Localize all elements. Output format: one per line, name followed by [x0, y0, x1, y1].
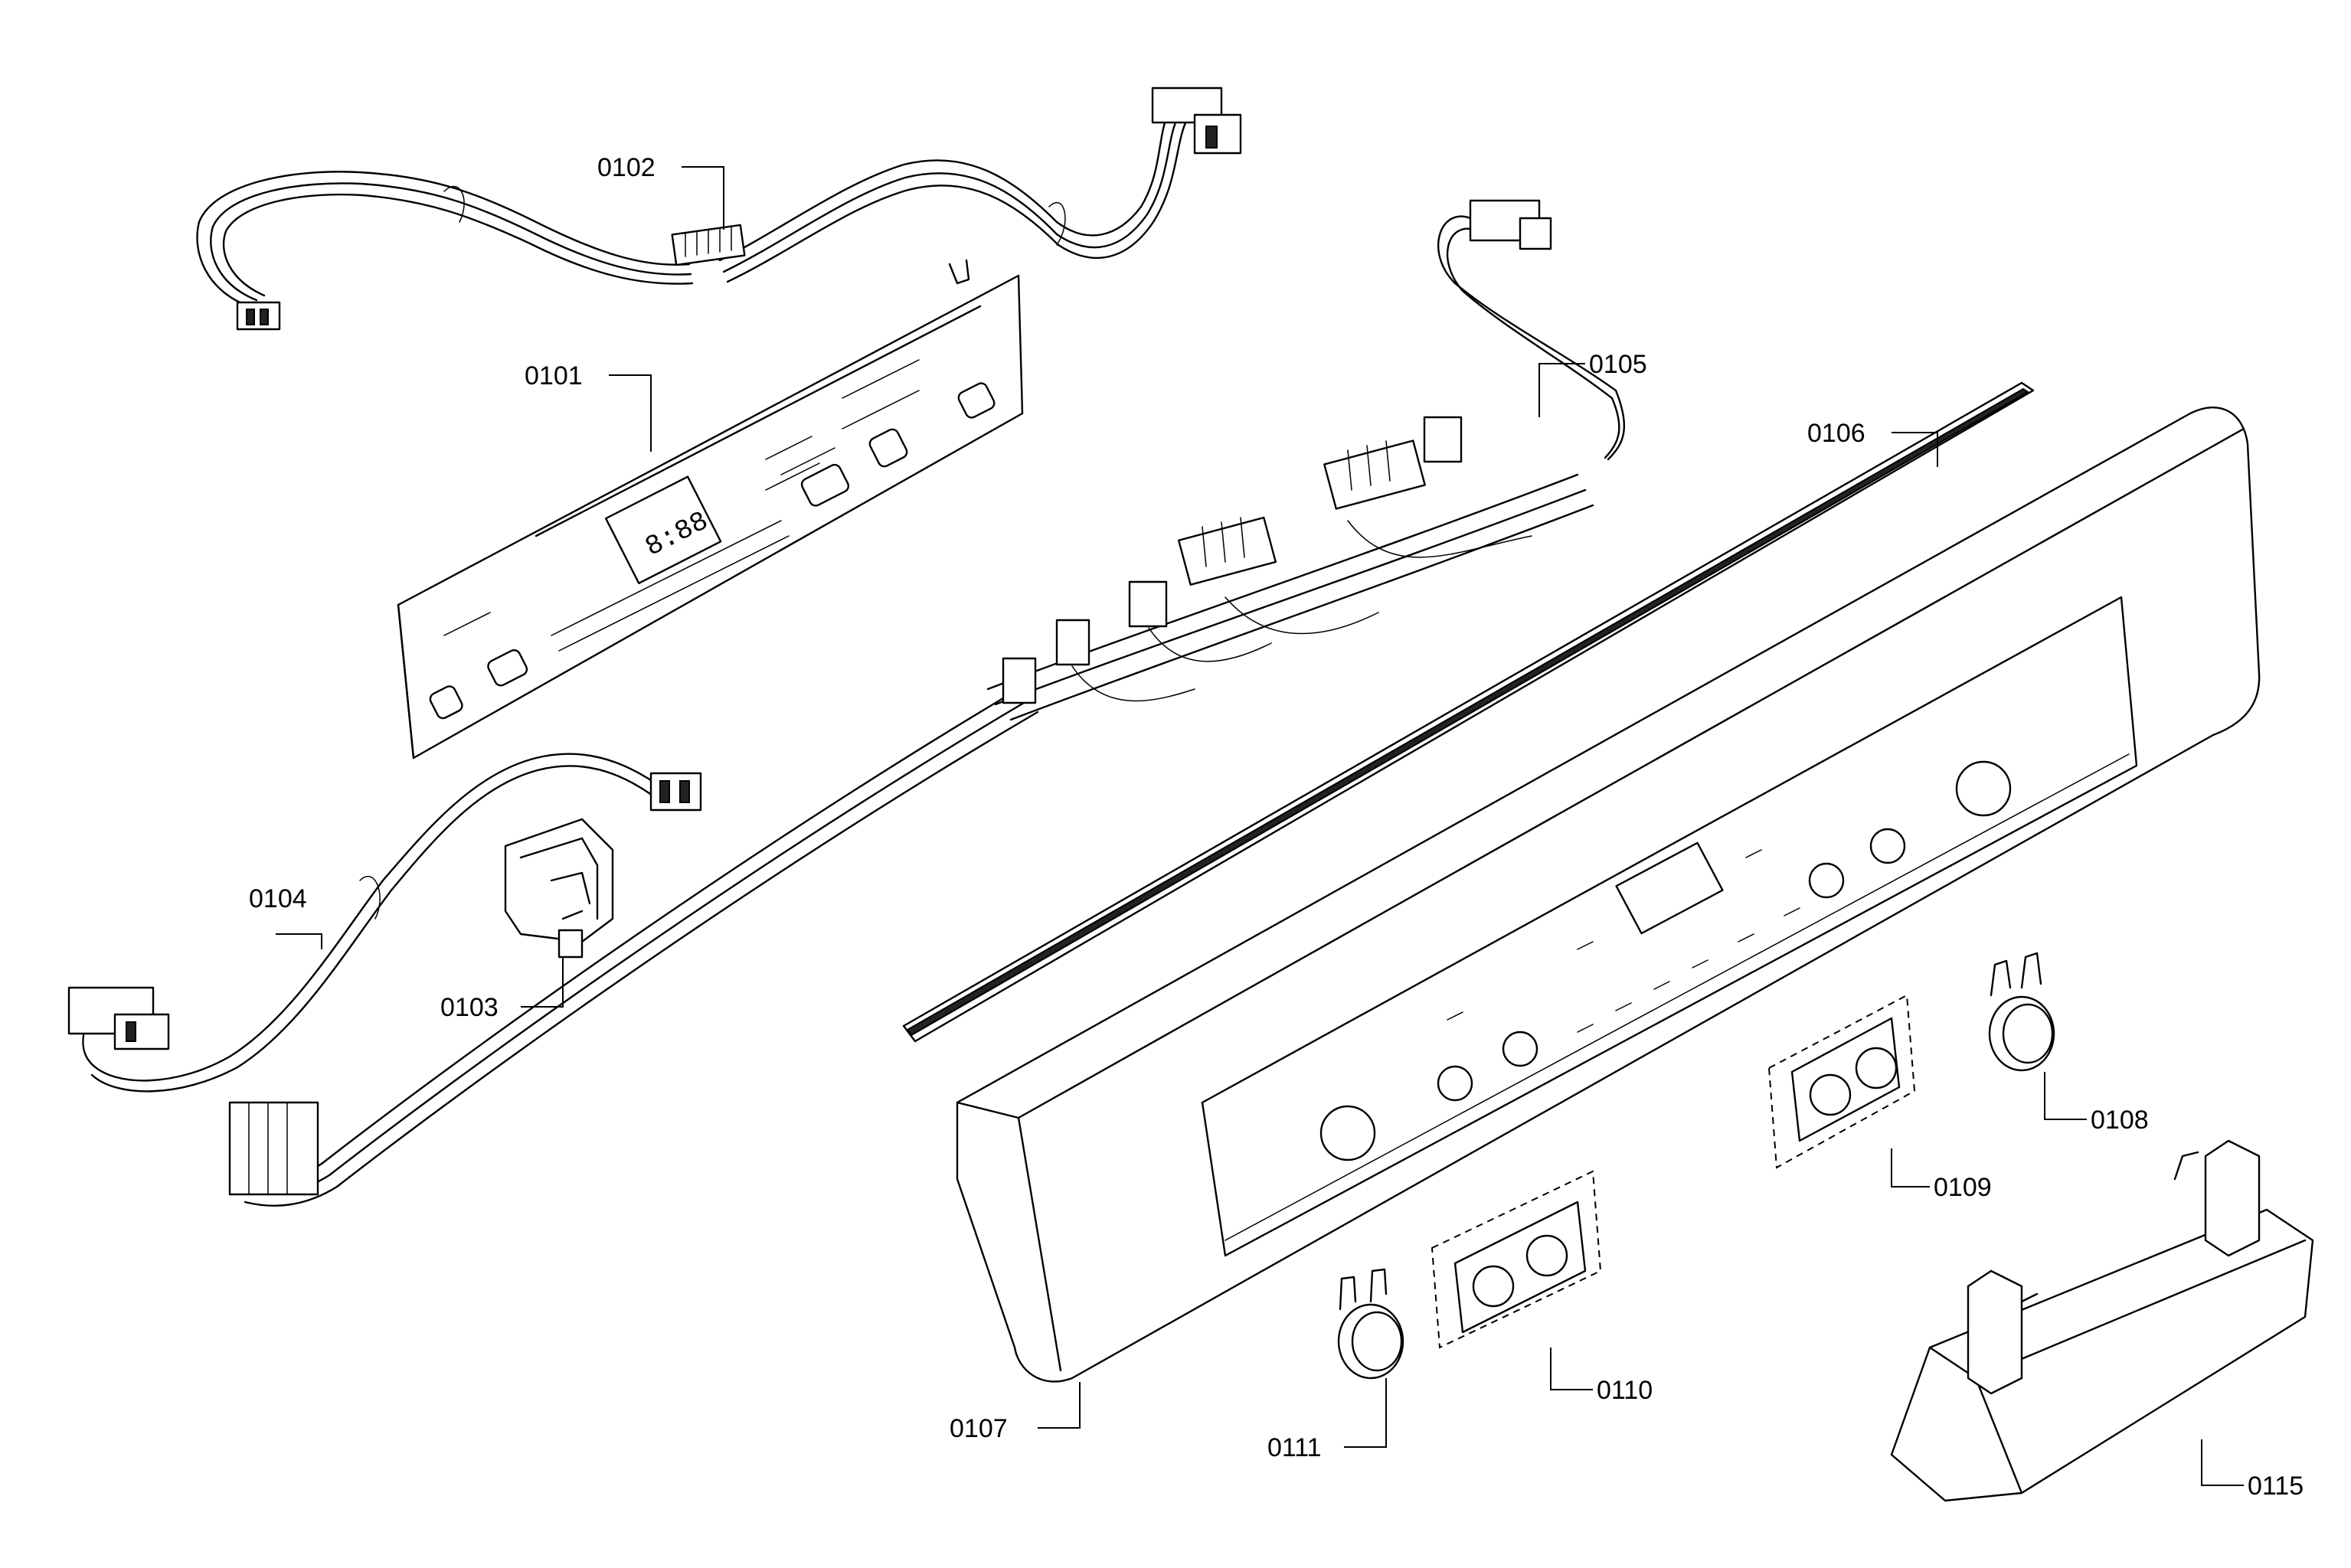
callout-0104: 0104 [249, 884, 322, 949]
callout-0109: 0109 [1891, 1148, 1992, 1202]
callout-0111: 0111 [1267, 1378, 1387, 1462]
part-label-0105: 0105 [1589, 350, 1647, 379]
part-label-0104: 0104 [249, 884, 307, 913]
switch-bracket-0103 [504, 818, 614, 959]
callout-0108: 0108 [2044, 1072, 2149, 1135]
callout-0105: 0105 [1538, 350, 1647, 417]
gasket-strip-0106 [902, 381, 2035, 1043]
wire-harness-0105 [228, 199, 1626, 1207]
button-assembly-0109 [1767, 994, 1916, 1169]
button-assembly-0110 [1431, 1170, 1602, 1349]
front-panel-0107 [956, 406, 2261, 1383]
part-label-0103: 0103 [440, 993, 499, 1022]
callout-0115: 0115 [2201, 1439, 2304, 1501]
knob-0108 [1988, 952, 2055, 1072]
wire-harness-0102 [196, 87, 1242, 331]
part-label-0109: 0109 [1934, 1173, 1992, 1202]
callout-0110: 0110 [1550, 1348, 1653, 1405]
part-label-0108: 0108 [2091, 1106, 2149, 1135]
part-label-0101: 0101 [525, 361, 583, 390]
knob-0111 [1337, 1268, 1404, 1380]
part-label-0106: 0106 [1807, 419, 1865, 448]
callout-0103: 0103 [440, 957, 564, 1022]
cover-bracket-0115 [1890, 1139, 2314, 1502]
control-board-0101: 8:88 [397, 259, 1024, 760]
wire-harness-0104 [67, 753, 702, 1093]
part-label-0115: 0115 [2248, 1472, 2304, 1501]
callout-0106: 0106 [1807, 419, 1938, 467]
callout-0107: 0107 [950, 1382, 1081, 1443]
part-label-0111: 0111 [1267, 1433, 1322, 1462]
part-label-0107: 0107 [950, 1414, 1008, 1443]
callout-0101: 0101 [525, 361, 652, 452]
part-label-0102: 0102 [597, 153, 656, 182]
part-label-0110: 0110 [1597, 1376, 1653, 1405]
callout-0102: 0102 [597, 153, 724, 230]
